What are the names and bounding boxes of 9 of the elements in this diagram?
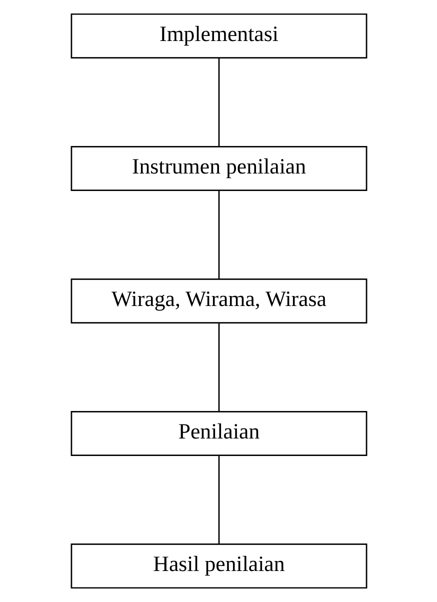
connector (218, 456, 220, 544)
node-box: Hasil penilaian (70, 543, 367, 589)
node-box: Implementasi (70, 13, 367, 59)
connector (218, 190, 220, 279)
node-box: Penilaian (70, 410, 367, 456)
connector (218, 58, 220, 146)
connector (218, 323, 220, 412)
node-box: Wiraga, Wirama, Wirasa (70, 278, 367, 324)
node-box: Instrumen penilaian (70, 146, 367, 192)
